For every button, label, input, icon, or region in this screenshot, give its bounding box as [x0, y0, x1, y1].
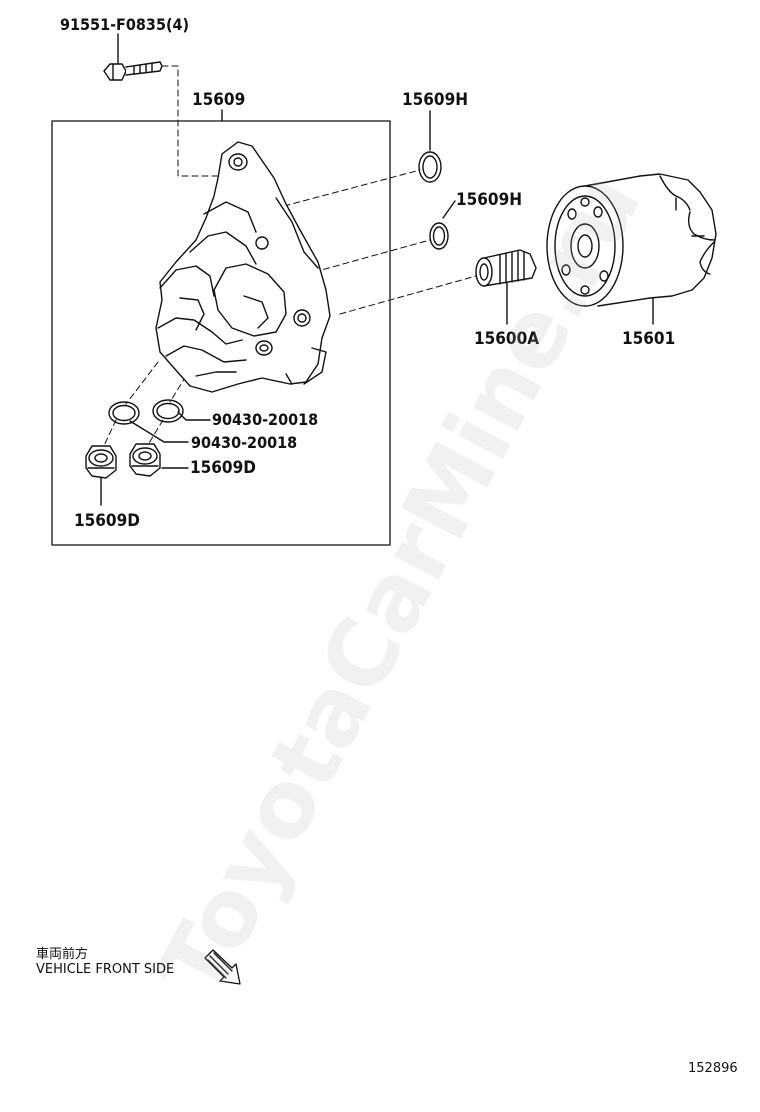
dash-union: [339, 275, 477, 315]
label-o-ring-mid[interactable]: 15609H: [456, 190, 523, 210]
o-ring-top-icon: [418, 151, 442, 183]
dash-gasket-right: [169, 375, 187, 403]
label-o-ring-top[interactable]: 15609H: [402, 90, 469, 110]
label-oil-filter[interactable]: 15601: [622, 329, 676, 349]
direction-note-en: VEHICLE FRONT SIDE: [36, 962, 175, 977]
dash-gasket-left: [125, 361, 159, 405]
front-direction-arrow-icon: [204, 949, 241, 985]
dash-bolt-path: [161, 65, 237, 177]
label-plug-right[interactable]: 15609D: [190, 458, 256, 478]
oil-cooler-bracket-icon: [155, 141, 331, 393]
assembly-box: [51, 120, 391, 546]
union-icon: [475, 249, 537, 287]
label-gasket-1[interactable]: 90430-20018: [212, 410, 319, 429]
dash-plug-right: [145, 419, 164, 449]
dash-o-ring-top: [283, 169, 421, 207]
direction-note-jp: 車両前方: [36, 947, 89, 962]
figure-number: 152896: [688, 1061, 738, 1076]
label-bolt[interactable]: 91551-F0835(4): [60, 15, 190, 34]
bolt-icon: [103, 61, 163, 81]
dash-o-ring-mid: [313, 239, 431, 273]
label-oil-cooler[interactable]: 15609: [192, 90, 246, 110]
gasket-left-icon: [108, 401, 140, 425]
leader-gasket-1: [177, 411, 211, 421]
o-ring-mid-icon: [429, 222, 449, 250]
oil-filter-icon: [546, 173, 717, 307]
leader-gasket-2: [129, 420, 189, 443]
label-plug-left[interactable]: 15609D: [74, 511, 140, 531]
leader-o-ring-mid: [442, 200, 456, 219]
plug-right-icon: [129, 443, 161, 477]
label-gasket-2[interactable]: 90430-20018: [191, 433, 298, 452]
plug-left-icon: [85, 445, 117, 479]
dash-plug-left: [101, 419, 117, 451]
label-union[interactable]: 15600A: [474, 329, 540, 349]
gasket-right-icon: [152, 399, 184, 423]
